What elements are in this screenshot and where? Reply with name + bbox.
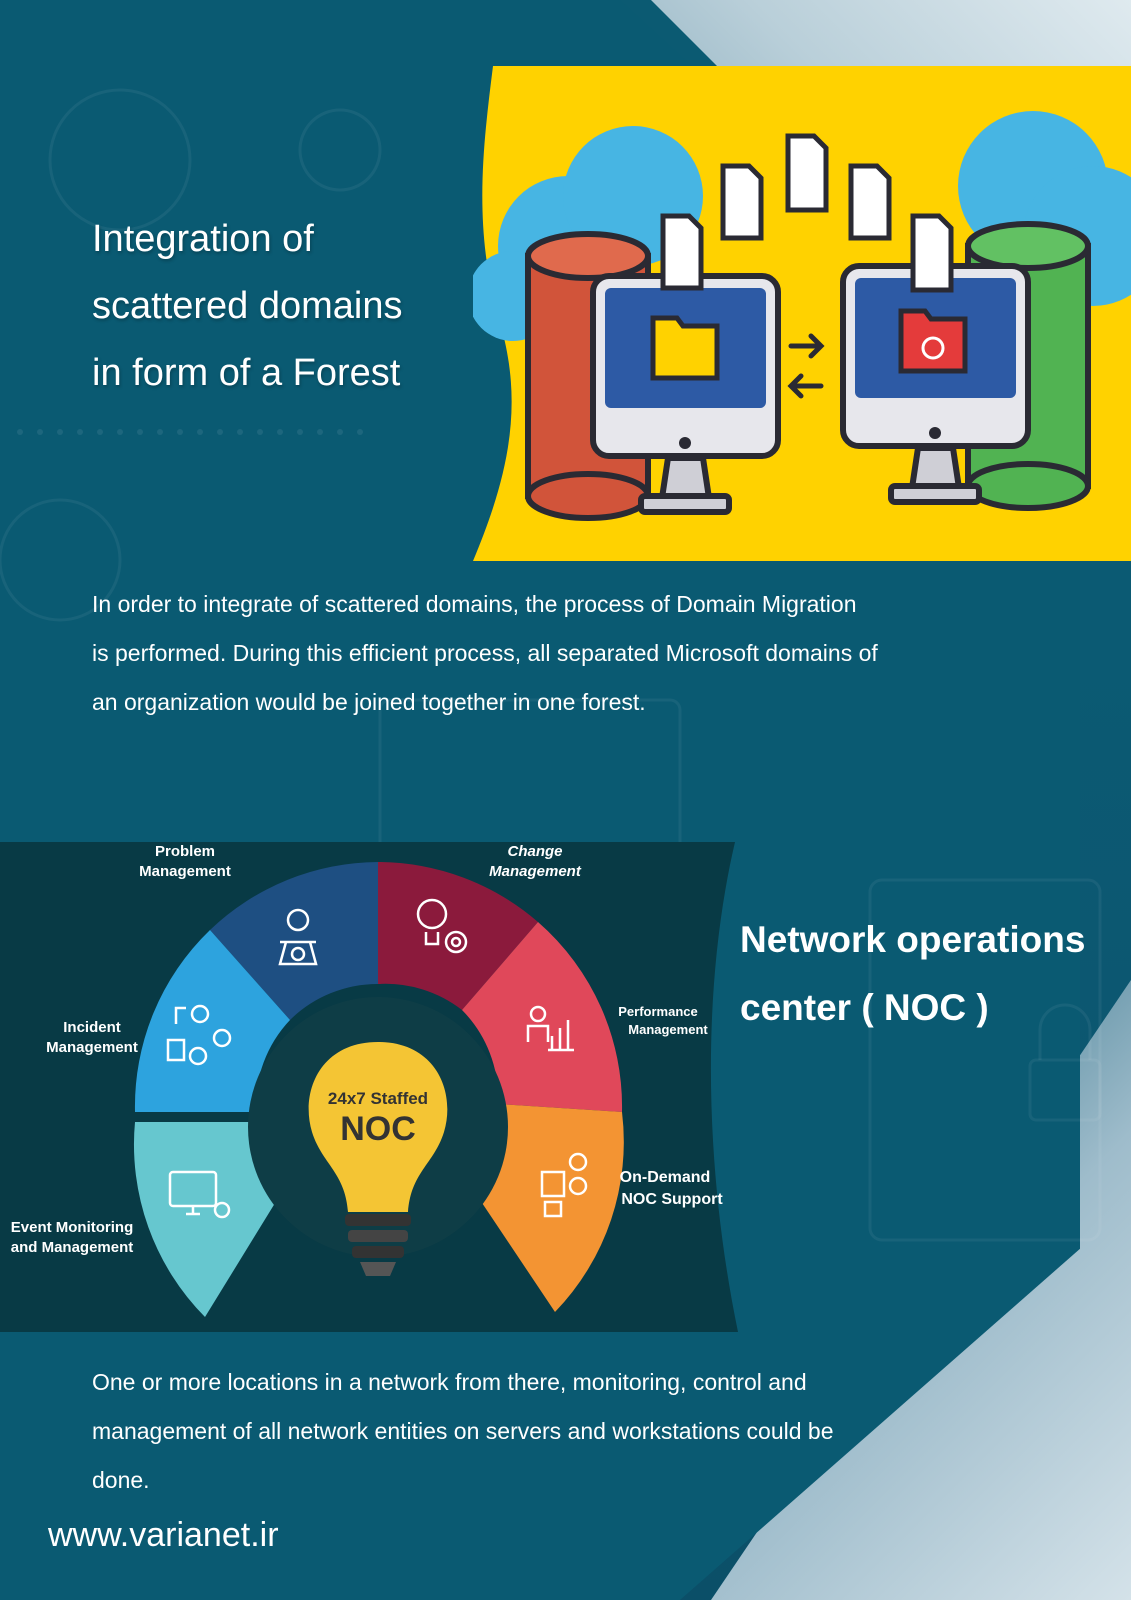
- section1-description-line: an organization would be joined together…: [92, 689, 646, 715]
- label-problem-management: Problem: [155, 843, 215, 860]
- settings-person-icon: [278, 908, 318, 966]
- label-performance-management: Performance: [618, 1004, 697, 1019]
- source-computer-icon: [590, 273, 781, 515]
- section2-description-line: management of all network entities on se…: [92, 1418, 834, 1444]
- segment-performance-management: [462, 922, 623, 1112]
- incident-people-icon: [166, 1004, 232, 1066]
- section2-description-line: One or more locations in a network from …: [92, 1369, 807, 1395]
- lightbulb-target-icon: [416, 898, 468, 954]
- label-on-demand-support: On-Demand: [620, 1169, 711, 1186]
- performance-chart-icon: [526, 1005, 574, 1052]
- footer-website-link[interactable]: www.varianet.ir: [48, 1516, 279, 1554]
- label-on-demand-support: NOC Support: [621, 1191, 723, 1208]
- section2-title-line: center ( NOC ): [740, 987, 989, 1028]
- documents-icon: [660, 133, 954, 293]
- section1-description: In order to integrate of scattered domai…: [92, 580, 1072, 727]
- section1-description-line: In order to integrate of scattered domai…: [92, 591, 857, 617]
- noc-center-line2: NOC: [340, 1110, 416, 1148]
- support-team-icon: [540, 1152, 588, 1218]
- section2-description: One or more locations in a network from …: [92, 1358, 992, 1505]
- lightbulb-icon: [308, 1042, 448, 1276]
- segment-change-management: [378, 862, 538, 1010]
- label-change-management: Management: [489, 863, 582, 880]
- section2-title-line: Network operations: [740, 919, 1086, 960]
- label-incident-management: Management: [46, 1039, 138, 1056]
- segment-incident-management: [134, 930, 290, 1112]
- section2-title: Network operations center ( NOC ): [740, 906, 1120, 1042]
- label-performance-management: Management: [628, 1022, 708, 1037]
- label-change-management: Change: [507, 843, 562, 860]
- section2-description-line: done.: [92, 1467, 150, 1493]
- label-problem-management: Management: [139, 863, 231, 880]
- domain-migration-illustration: [473, 66, 1131, 561]
- transfer-arrows-icon: [787, 333, 825, 399]
- section1-title-line: scattered domains: [92, 285, 403, 327]
- label-event-monitoring: Event Monitoring: [11, 1219, 134, 1236]
- target-computer-icon: [840, 263, 1031, 505]
- section1-description-line: is performed. During this efficient proc…: [92, 640, 878, 666]
- monitor-event-icon: [168, 1170, 231, 1219]
- section1-title-line: Integration of: [92, 218, 314, 260]
- noc-diagram: 24x7 Staffed NOC Problem: [0, 842, 738, 1332]
- section1-title: Integration of scattered domains in form…: [92, 206, 472, 407]
- segment-event-monitoring: [133, 1122, 288, 1317]
- section1-title-line: in form of a Forest: [92, 352, 401, 394]
- label-incident-management: Incident: [63, 1019, 121, 1036]
- noc-center-line1: 24x7 Staffed: [328, 1089, 428, 1108]
- label-event-monitoring: and Management: [11, 1239, 134, 1256]
